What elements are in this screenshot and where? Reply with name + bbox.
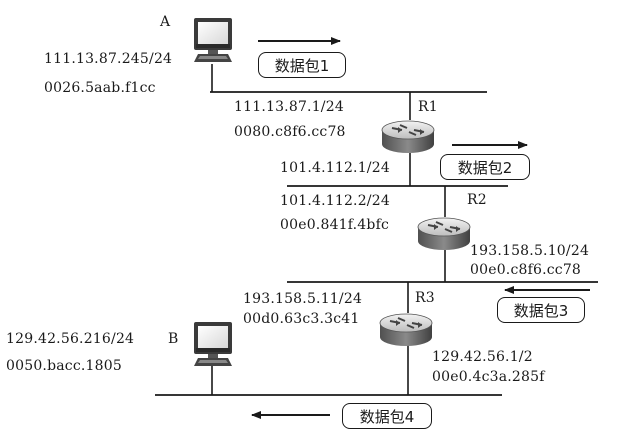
router-r3-icon [379,313,433,347]
r2-top-ip: 101.4.112.2/24 [280,193,390,209]
packet-1-label: 数据包1 [258,52,346,78]
host-a-name: A [160,14,171,30]
r1-bottom-ip: 101.4.112.1/24 [280,160,390,176]
packet-2-label: 数据包2 [440,154,530,180]
host-a-ip: 111.13.87.245/24 [44,51,173,67]
r2-top-mac: 00e0.841f.4bfc [280,217,390,233]
host-b-mac: 0050.bacc.1805 [6,358,122,374]
computer-a-icon [194,18,232,62]
r2-bottom-ip: 193.158.5.10/24 [470,243,590,259]
r1-top-mac: 0080.c8f6.cc78 [234,124,346,140]
host-b-name: B [168,331,179,347]
computer-b-icon [194,322,232,366]
packet-4-label: 数据包4 [342,403,432,429]
host-a-mac: 0026.5aab.f1cc [44,80,156,96]
r1-top-ip: 111.13.87.1/24 [234,99,344,115]
router-r1-name: R1 [418,99,438,115]
r3-bottom-mac: 00e0.4c3a.285f [432,369,545,385]
router-r3-name: R3 [415,290,435,306]
r3-bottom-ip: 129.42.56.1/2 [432,349,533,365]
packet-3-label: 数据包3 [497,297,585,323]
host-b-ip: 129.42.56.216/24 [6,331,135,347]
r3-top-ip: 193.158.5.11/24 [243,291,363,307]
router-r1-icon [381,120,435,154]
r3-top-mac: 00d0.63c3.3c41 [243,311,360,327]
router-r2-name: R2 [467,192,487,208]
router-r2-icon [417,217,471,251]
r2-bottom-mac: 00e0.c8f6.cc78 [470,262,582,278]
